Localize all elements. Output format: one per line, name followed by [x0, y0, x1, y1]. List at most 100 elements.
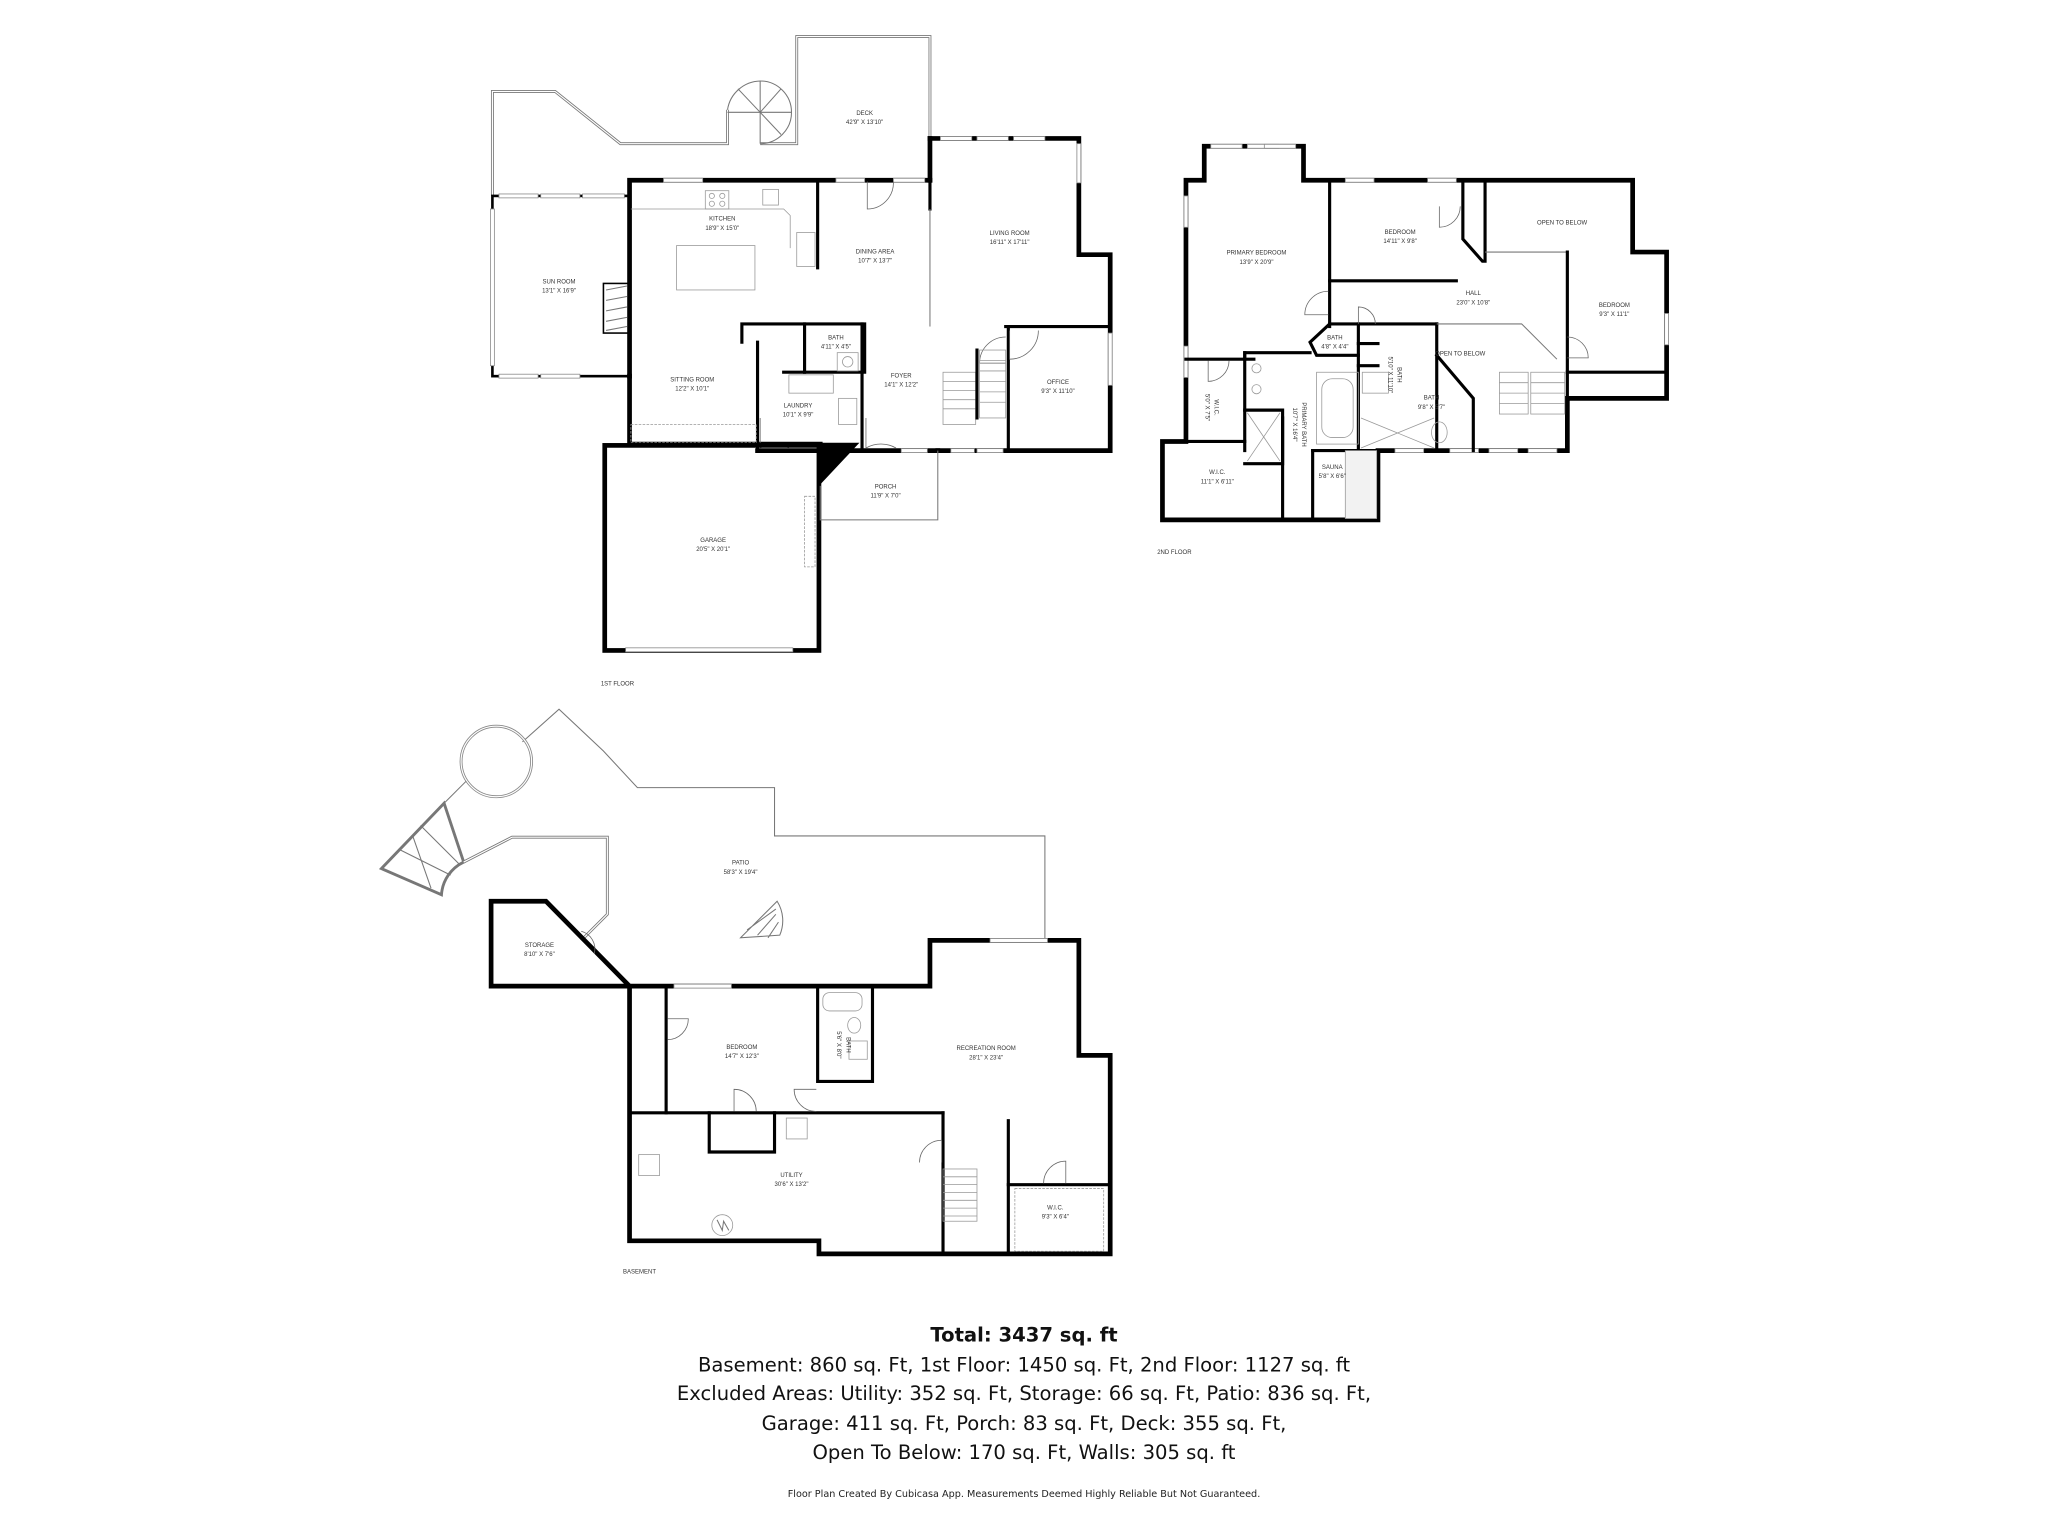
total-area: Total: 3437 sq. ft [930, 1323, 1117, 1346]
door[interactable] [667, 1018, 689, 1041]
room-label: OPEN TO BELOW [1435, 351, 1485, 357]
room-dimensions: 10'7" X 16'4" [1291, 408, 1297, 442]
room-name: BEDROOM [1385, 230, 1416, 236]
toilet-icon [1431, 421, 1448, 444]
door[interactable] [1009, 330, 1039, 360]
room-name: OFFICE [1047, 380, 1069, 386]
room-dimensions: 5'0" X 7'5" [1204, 394, 1210, 421]
room-dimensions: 10'7" X 13'7" [858, 259, 892, 265]
exterior-walls [627, 177, 933, 379]
door[interactable] [866, 181, 894, 210]
room-name: W.I.C. [1047, 1205, 1064, 1211]
room-name: BEDROOM [726, 1045, 757, 1051]
room-label: GARAGE 20'5" X 20'1" [696, 538, 730, 553]
porch-outline [819, 450, 939, 521]
room-name: BATH [1424, 396, 1440, 402]
wall-fill [818, 442, 860, 486]
room-dimensions: 9'3" X 11'1" [1599, 312, 1629, 318]
room-dimensions: 13'9" X 20'9" [1240, 260, 1274, 266]
credit-note: Floor Plan Created By Cubicasa App. Meas… [788, 1489, 1261, 1500]
water-heater-icon [711, 1214, 734, 1236]
summary-line: Garage: 411 sq. Ft, Porch: 83 sq. Ft, De… [762, 1412, 1287, 1435]
door[interactable] [733, 1088, 757, 1112]
sink-icon [1251, 363, 1262, 374]
room-name: UTILITY [780, 1173, 802, 1179]
room-label: PORCH 11'9" X 7'0" [870, 484, 900, 499]
door[interactable] [1207, 360, 1230, 382]
room-dimensions: 14'7" X 12'3" [725, 1054, 759, 1060]
room-dimensions: 4'8" X 4'4" [1321, 345, 1348, 351]
room-dimensions: 20'5" X 20'1" [696, 547, 730, 553]
first-floor-plan [490, 35, 1113, 653]
area-summary: Total: 3437 sq. ft Basement: 860 sq. Ft,… [677, 1323, 1371, 1499]
room-dimensions: 12'2" X 10'1" [675, 387, 709, 393]
exterior-walls [1160, 143, 1669, 523]
floor-label: BASEMENT [623, 1269, 656, 1275]
room-dimensions: 9'3" X 6'4" [1042, 1215, 1069, 1221]
spiral-stair-icon [726, 80, 793, 145]
room-name: DINING AREA [856, 249, 895, 255]
floor-label: 1ST FLOOR [601, 682, 635, 688]
room-label: DINING AREA 10'7" X 13'7" [856, 249, 895, 264]
room-name: SITTING ROOM [670, 377, 714, 383]
room-dimensions: 5'8" X 6'6" [1319, 474, 1346, 480]
toilet-icon [847, 1017, 862, 1034]
room-name: HALL [1466, 291, 1482, 297]
door[interactable] [581, 930, 596, 954]
door[interactable] [1438, 206, 1461, 228]
door[interactable] [1043, 1160, 1067, 1184]
room-name: GARAGE [700, 538, 726, 544]
room-name: PRIMARY BATH [1300, 402, 1306, 446]
door[interactable] [793, 1088, 817, 1112]
door[interactable] [1567, 336, 1589, 359]
curved-steps-icon [378, 800, 466, 897]
room-dimensions: 30'6" X 13'2" [775, 1182, 809, 1188]
second-floor-plan [1160, 143, 1669, 523]
room-label: W.I.C.5'0" X 7'5" [1204, 394, 1219, 421]
door[interactable] [865, 417, 897, 449]
stairs-icon [942, 1168, 978, 1222]
room-dimensions: 5'10" X 11'10" [1386, 356, 1392, 393]
room-name: RECREATION ROOM [957, 1046, 1016, 1052]
room-name: PORCH [875, 484, 897, 490]
exterior-walls [627, 938, 1113, 1257]
summary-line: Excluded Areas: Utility: 352 sq. Ft, Sto… [677, 1382, 1371, 1405]
room-dimensions: 16'11" X 17'11" [990, 240, 1030, 246]
summary-line: Basement: 860 sq. Ft, 1st Floor: 1450 sq… [698, 1353, 1350, 1376]
garage-door[interactable] [625, 647, 794, 653]
stove-icon [704, 190, 730, 210]
room-dimensions: 18'9" X 15'0" [705, 226, 739, 232]
room-dimensions: 5'6" X 8'0" [835, 1031, 841, 1058]
door[interactable] [1304, 290, 1329, 316]
room-label: UTILITY 30'6" X 13'2" [775, 1173, 809, 1188]
room-name: OPEN TO BELOW [1435, 351, 1485, 357]
room-dimensions: 11'9" X 7'0" [870, 494, 900, 500]
room-dimensions: 8'10" X 7'6" [524, 952, 555, 958]
kitchen-island [676, 245, 756, 291]
door[interactable] [919, 1139, 943, 1163]
patio-outline [522, 708, 1046, 941]
room-name: W.I.C. [1213, 399, 1219, 416]
door[interactable] [1357, 306, 1376, 324]
basement-plan [378, 708, 1113, 1257]
room-name: PATIO [732, 861, 749, 867]
stairs-icon [942, 348, 1007, 425]
summary-line: Open To Below: 170 sq. Ft, Walls: 305 sq… [813, 1441, 1236, 1464]
fireplace-icon [602, 282, 631, 334]
room-name: SUN ROOM [543, 279, 576, 285]
